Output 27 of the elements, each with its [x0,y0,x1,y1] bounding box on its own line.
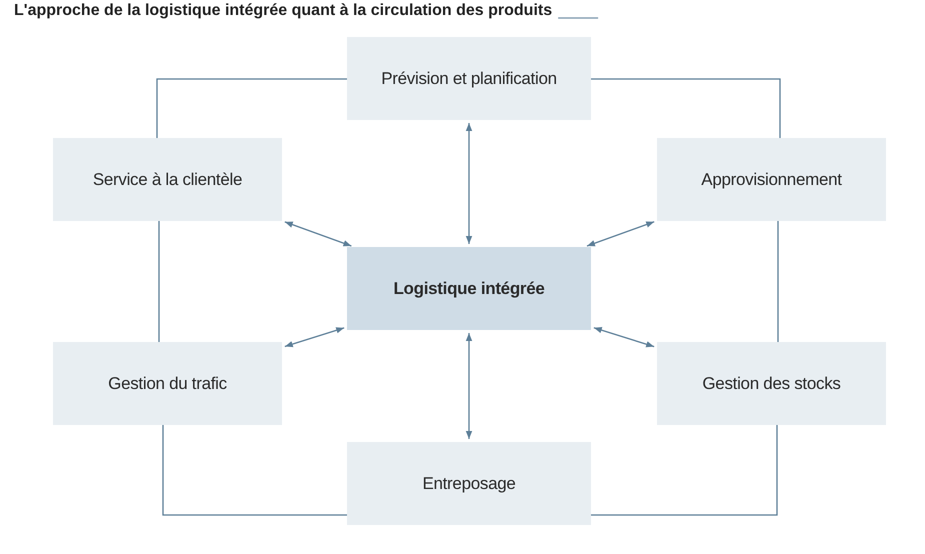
figure-title: L'approche de la logistique intégrée quant à la circulation des produits [14,2,552,20]
process-box [53,342,282,425]
arrow [466,333,472,439]
connector-line [591,78,781,138]
box-label: Prévision et planification [381,68,557,88]
arrow [284,221,352,247]
box-label: Approvisionnement [701,170,842,190]
connector-line [591,425,778,516]
connector-line [156,78,347,138]
box-label: Entreposage [422,474,516,494]
connector-line [777,221,779,342]
process-box [347,37,591,120]
process-box [347,442,591,525]
central-box [347,247,591,330]
connector-line [162,425,347,516]
process-box [657,138,886,221]
process-box [53,138,282,221]
arrow [284,327,344,348]
box-label: Service à la clientèle [92,170,242,190]
process-box [657,342,886,425]
connector-line [158,221,160,342]
arrow [466,123,472,244]
box-label: Logistique intégrée [393,278,545,298]
arrow [594,327,654,348]
arrow [586,221,654,247]
box-label: Gestion des stocks [702,374,841,394]
box-label: Gestion du trafic [108,374,227,394]
